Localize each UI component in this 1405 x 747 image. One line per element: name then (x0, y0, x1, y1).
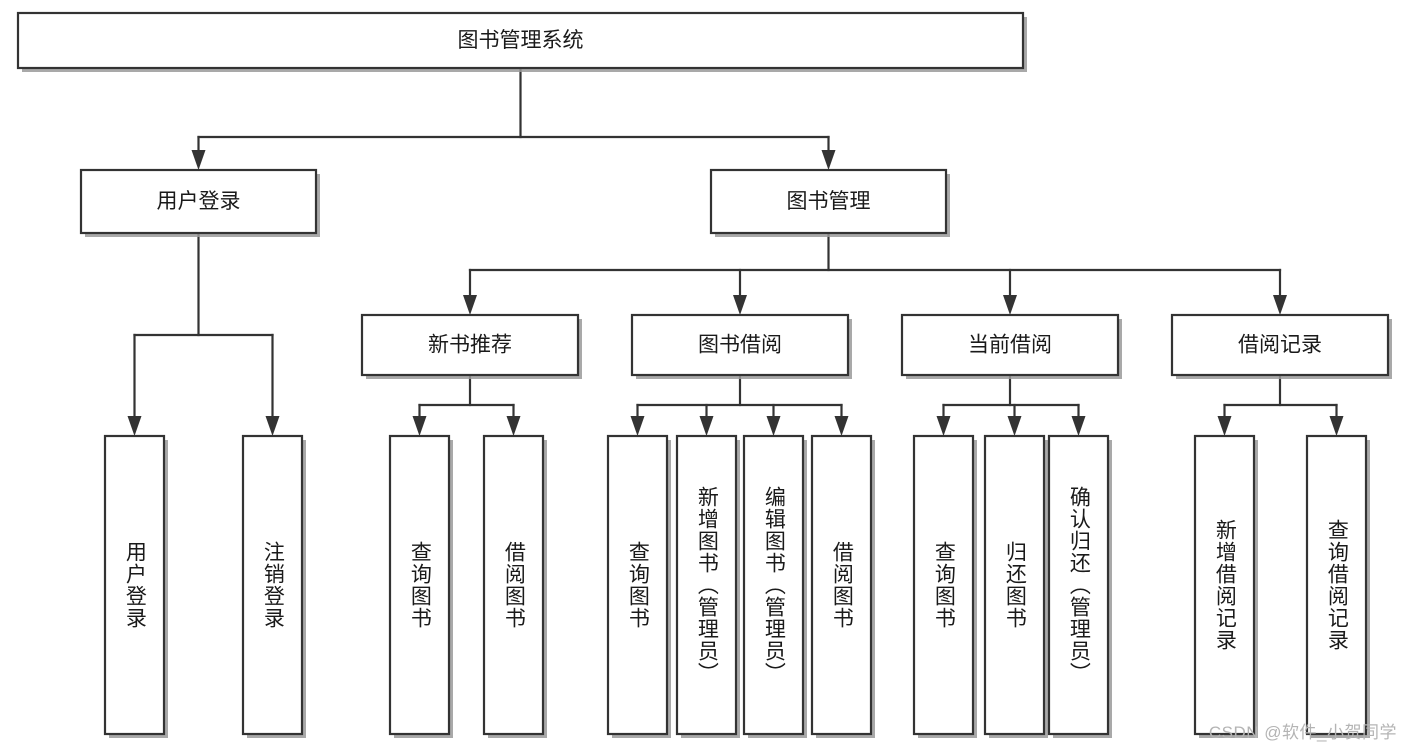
node-box-leaf-edit-book[interactable] (742, 434, 805, 736)
conn-newbook-to-leaves-arrow-0 (412, 416, 427, 436)
node-box-leaf-query-book-1[interactable] (388, 434, 451, 736)
node-box-leaf-confirm-return[interactable] (1047, 434, 1110, 736)
conn-borrowrecord-to-leaves-arrow-1 (1329, 416, 1344, 436)
conn-root-to-level2-arrow-0 (191, 150, 206, 170)
node-box-new-book-recommend[interactable] (360, 313, 580, 377)
conn-bookborrow-to-leaves-arrow-3 (834, 416, 849, 436)
node-box-leaf-query-book-3[interactable] (912, 434, 975, 736)
conn-bookmgmt-to-level3-arrow-1 (733, 295, 747, 315)
node-box-leaf-query-book-2[interactable] (606, 434, 669, 736)
node-box-leaf-user-login[interactable] (103, 434, 166, 736)
node-label-current-borrow: 当前借阅 (968, 334, 1052, 357)
conn-root-to-level2-arrow-1 (821, 150, 836, 170)
node-box-leaf-add-borrow-record[interactable] (1193, 434, 1256, 736)
node-label-root: 图书管理系统 (458, 29, 584, 52)
node-box-book-borrow[interactable] (630, 313, 850, 377)
conn-borrowrecord-to-leaves-arrow-0 (1217, 416, 1232, 436)
node-box-leaf-borrow-book-2[interactable] (810, 434, 873, 736)
conn-bookborrow-to-leaves-arrow-0 (630, 416, 645, 436)
conn-bookmgmt-to-level3-arrow-0 (463, 295, 477, 315)
node-box-current-borrow[interactable] (900, 313, 1120, 377)
node-box-book-management[interactable] (709, 168, 948, 235)
node-box-leaf-return-book[interactable] (983, 434, 1046, 736)
node-label-borrow-record: 借阅记录 (1238, 334, 1322, 357)
node-label-new-book-recommend: 新书推荐 (428, 334, 512, 357)
conn-userlogin-to-leaves-arrow-0 (127, 416, 142, 436)
conn-newbook-to-leaves-arrow-1 (506, 416, 521, 436)
conn-userlogin-to-leaves-arrow-1 (265, 416, 280, 436)
node-box-borrow-record[interactable] (1170, 313, 1390, 377)
conn-bookborrow-to-leaves-arrow-2 (766, 416, 781, 436)
node-box-leaf-logout-login[interactable] (241, 434, 304, 736)
node-label-user-login: 用户登录 (157, 190, 241, 213)
node-box-root[interactable] (16, 11, 1025, 70)
conn-bookmgmt-to-level3-arrow-2 (1003, 295, 1017, 315)
watermark: CSDN @软件_小贺同学 (1208, 723, 1397, 742)
conn-currentborrow-to-leaves-arrow-1 (1007, 416, 1022, 436)
connector-layer (127, 66, 1344, 436)
box-layer (16, 11, 1392, 738)
node-box-leaf-add-book[interactable] (675, 434, 738, 736)
node-box-leaf-query-borrow-record[interactable] (1305, 434, 1368, 736)
conn-currentborrow-to-leaves-arrow-0 (936, 416, 951, 436)
conn-currentborrow-to-leaves-arrow-2 (1071, 416, 1086, 436)
conn-bookmgmt-to-level3-arrow-3 (1273, 295, 1287, 315)
node-box-leaf-borrow-book-1[interactable] (482, 434, 545, 736)
node-box-user-login[interactable] (79, 168, 318, 235)
conn-bookborrow-to-leaves-arrow-1 (699, 416, 714, 436)
node-label-book-management: 图书管理 (787, 190, 871, 213)
node-label-book-borrow: 图书借阅 (698, 334, 782, 357)
